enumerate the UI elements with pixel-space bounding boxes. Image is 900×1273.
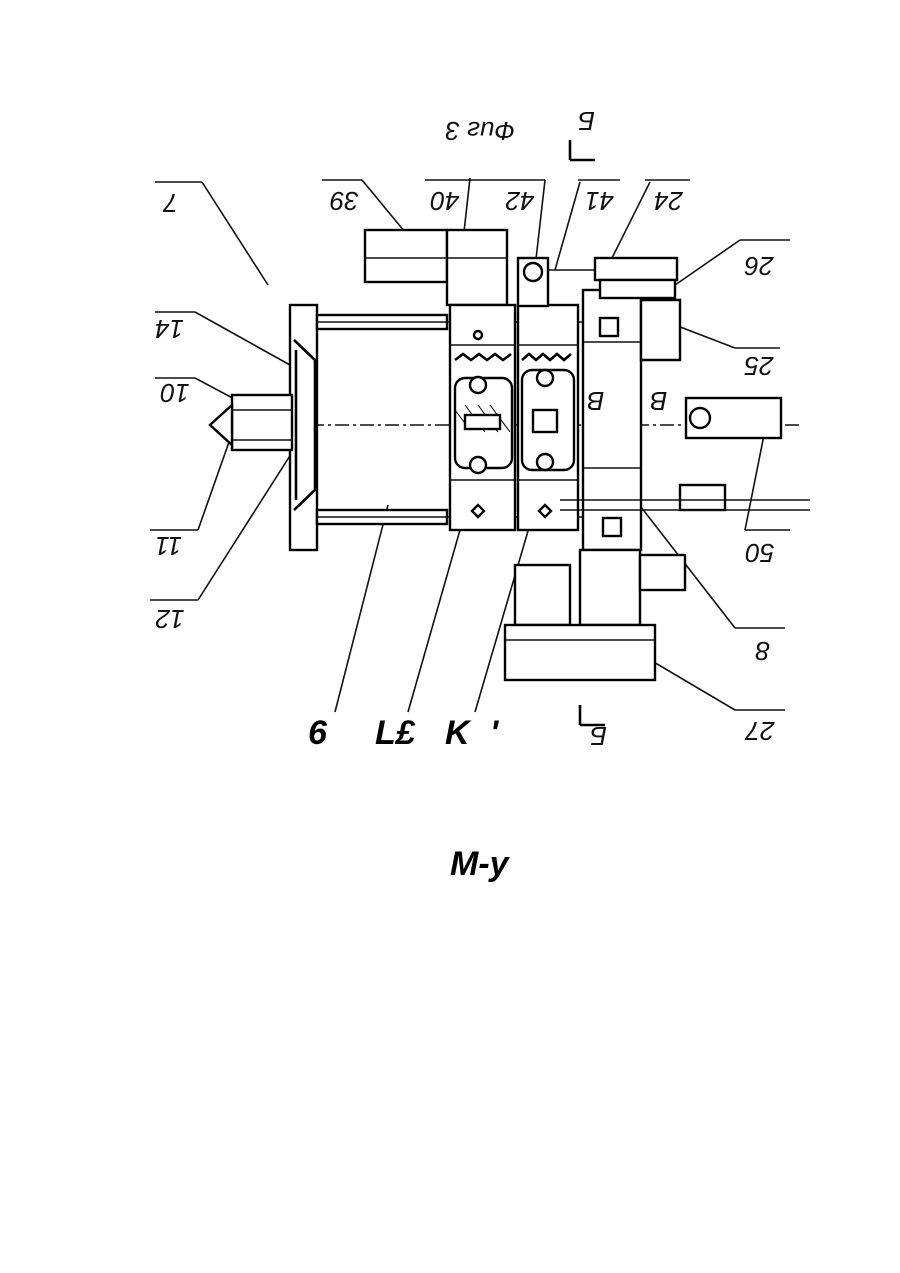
callout-26: 26 — [744, 251, 774, 281]
figure-caption: Фиг 3 — [445, 116, 515, 146]
garbled-apostrophe: ' — [490, 714, 500, 752]
garbled-label-line: 6 L£ K ' — [308, 714, 500, 752]
callout-8: 8 — [755, 636, 770, 666]
footer-text: M-y — [450, 845, 511, 883]
callout-50: 50 — [745, 538, 774, 568]
callout-12: 12 — [155, 604, 184, 634]
callout-11: 11 — [155, 531, 182, 561]
callout-10: 10 — [160, 378, 189, 408]
view-mark-v1: В — [587, 386, 604, 416]
callout-24: 24 — [654, 186, 684, 216]
garbled-lpound: L£ — [375, 714, 416, 752]
machine-drawing: В В — [210, 230, 810, 680]
section-mark-top: Б — [570, 106, 595, 160]
callout-40: 40 — [430, 186, 459, 216]
callout-41: 41 — [585, 186, 614, 216]
callout-7: 7 — [162, 188, 178, 218]
section-mark-bottom: Б — [580, 705, 607, 751]
callout-27: 27 — [744, 716, 775, 746]
svg-text:Б: Б — [578, 106, 595, 136]
garbled-6: 6 — [308, 714, 328, 752]
callout-42: 42 — [505, 186, 534, 216]
callout-25: 25 — [744, 351, 774, 381]
view-mark-v2: В — [650, 386, 667, 416]
garbled-k: K — [445, 714, 472, 752]
callout-14: 14 — [155, 314, 184, 344]
callout-39: 39 — [330, 186, 359, 216]
